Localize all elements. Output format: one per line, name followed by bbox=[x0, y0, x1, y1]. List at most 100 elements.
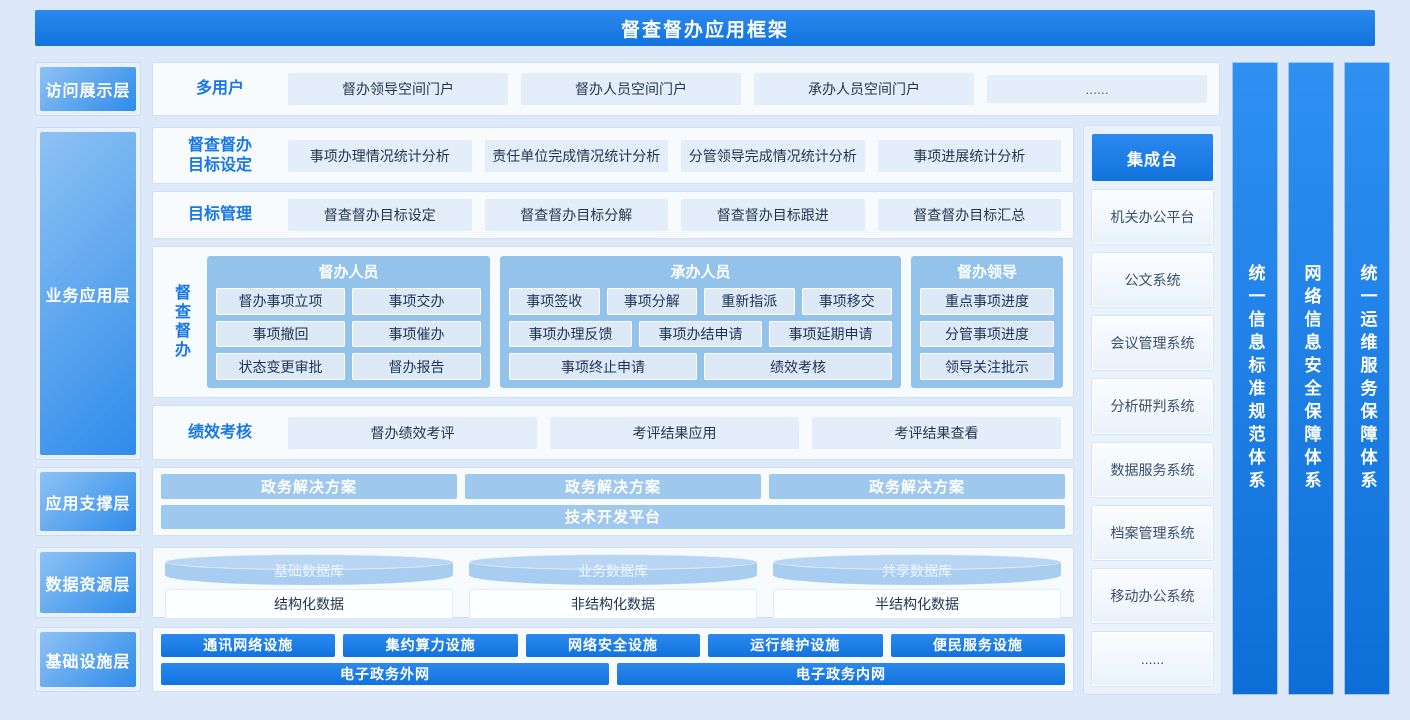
task-item: 状态变更审批 bbox=[216, 353, 345, 381]
task-item: 事项终止申请 bbox=[509, 353, 697, 381]
row-infrastructure: 通讯网络设施 集约算力设施 网络安全设施 运行维护设施 便民服务设施 电子政务外… bbox=[152, 627, 1074, 692]
facility-item: 集约算力设施 bbox=[343, 634, 518, 657]
performance-item: 考评结果应用 bbox=[550, 416, 799, 449]
stat-item: 事项进展统计分析 bbox=[877, 139, 1061, 172]
group-row: 状态变更审批 督办报告 bbox=[216, 353, 481, 381]
system-item: 机关办公平台 bbox=[1092, 190, 1213, 245]
task-item: 事项交办 bbox=[352, 288, 481, 315]
integration-column: 集成台 机关办公平台 公文系统 会议管理系统 分析研判系统 数据服务系统 档案管… bbox=[1083, 125, 1222, 695]
group-row: 事项签收 事项分解 重新指派 事项移交 bbox=[509, 288, 892, 315]
task-item: 事项延期申请 bbox=[769, 320, 892, 348]
target-stat-label: 督查督办 目标设定 bbox=[165, 136, 275, 176]
facility-item: 便民服务设施 bbox=[890, 634, 1066, 657]
facility-item: 网络安全设施 bbox=[525, 634, 701, 657]
row-data-resources: 基础数据库 结构化数据 业务数据库 非结构化数据 共享数据库 半结构化数据 bbox=[152, 547, 1074, 619]
group-title: 督办人员 bbox=[318, 264, 379, 281]
database-name: 共享数据库 bbox=[882, 563, 952, 579]
layer-label-support: 应用支撑层 bbox=[35, 467, 141, 536]
group-row: 领导关注批示 bbox=[920, 353, 1054, 381]
data-type-box: 非结构化数据 bbox=[469, 589, 757, 619]
target-item: 督查督办目标跟进 bbox=[681, 199, 865, 231]
task-item: 事项催办 bbox=[352, 320, 481, 348]
system-item: 档案管理系统 bbox=[1092, 505, 1213, 560]
task-item: 绩效考核 bbox=[704, 353, 892, 381]
leader-item: 分管事项进度 bbox=[920, 320, 1054, 348]
integration-header: 集成台 bbox=[1092, 134, 1213, 181]
system-item: 分析研判系统 bbox=[1092, 379, 1213, 434]
layer-label-infra-text: 基础设施层 bbox=[40, 632, 136, 687]
data-type-box: 半结构化数据 bbox=[773, 589, 1061, 619]
task-item: 事项办结申请 bbox=[639, 320, 762, 348]
row-app-support: 政务解决方案 政务解决方案 政务解决方案 技术开发平台 bbox=[152, 467, 1074, 536]
layer-label-infra: 基础设施层 bbox=[35, 627, 141, 692]
row-supervision: 督查督办 督办人员 督办事项立项 事项交办 事项撤回 事项催办 状态变更审批 督… bbox=[152, 246, 1074, 398]
target-item: 督查督办目标汇总 bbox=[877, 199, 1061, 231]
network-item: 电子政务外网 bbox=[161, 662, 609, 685]
database-column: 业务数据库 非结构化数据 bbox=[469, 554, 757, 619]
solution-bar: 政务解决方案 bbox=[769, 474, 1065, 499]
task-item: 重新指派 bbox=[704, 288, 795, 315]
group-row: 事项终止申请 绩效考核 bbox=[509, 353, 892, 381]
system-item: 公文系统 bbox=[1092, 253, 1213, 308]
target-stat-label-line2: 目标设定 bbox=[187, 156, 252, 174]
facility-row: 通讯网络设施 集约算力设施 网络安全设施 运行维护设施 便民服务设施 bbox=[161, 634, 1066, 657]
group-supervisor-staff: 督办人员 督办事项立项 事项交办 事项撤回 事项催办 状态变更审批 督办报告 bbox=[207, 256, 490, 388]
group-title: 督办领导 bbox=[956, 264, 1017, 281]
facility-item: 通讯网络设施 bbox=[161, 634, 336, 657]
layer-label-business: 业务应用层 bbox=[35, 127, 141, 460]
pillar-info-standard: 统一信息标准规范体系 bbox=[1232, 62, 1278, 695]
layer-label-access: 访问展示层 bbox=[35, 62, 141, 116]
row-target-statistics: 督查督办 目标设定 事项办理情况统计分析 责任单位完成情况统计分析 分管领导完成… bbox=[152, 127, 1074, 184]
network-item: 电子政务内网 bbox=[617, 662, 1065, 685]
target-stat-label-line1: 督查督办 bbox=[187, 136, 252, 154]
system-item: 会议管理系统 bbox=[1092, 316, 1213, 371]
portal-item: 督办人员空间门户 bbox=[521, 73, 741, 105]
row-performance: 绩效考核 督办绩效考评 考评结果应用 考评结果查看 bbox=[152, 405, 1074, 460]
group-row: 事项撤回 事项催办 bbox=[216, 320, 481, 348]
leader-item: 重点事项进度 bbox=[920, 288, 1054, 315]
supervision-label: 督查督办 bbox=[172, 284, 189, 360]
stat-item: 事项办理情况统计分析 bbox=[288, 139, 472, 172]
system-item: 数据服务系统 bbox=[1092, 442, 1213, 497]
group-row: 分管事项进度 bbox=[920, 320, 1054, 348]
stat-item: 分管领导完成情况统计分析 bbox=[681, 139, 865, 172]
leader-item: 领导关注批示 bbox=[920, 353, 1054, 381]
system-item: 移动办公系统 bbox=[1092, 568, 1213, 623]
target-mgmt-label: 目标管理 bbox=[187, 206, 252, 223]
performance-item: 考评结果查看 bbox=[812, 416, 1061, 449]
database-column: 共享数据库 半结构化数据 bbox=[773, 554, 1061, 619]
portal-item-more: ...... bbox=[987, 75, 1207, 103]
layer-label-access-text: 访问展示层 bbox=[40, 67, 136, 111]
layer-label-data-text: 数据资源层 bbox=[40, 552, 136, 613]
database-column: 基础数据库 结构化数据 bbox=[165, 554, 453, 619]
network-row: 电子政务外网 电子政务内网 bbox=[161, 662, 1065, 685]
facility-item: 运行维护设施 bbox=[708, 634, 883, 657]
pillar-text: 网络信息安全保障体系 bbox=[1301, 263, 1321, 494]
database-cylinder-icon: 共享数据库 bbox=[773, 554, 1061, 585]
performance-item: 督办绩效考评 bbox=[288, 416, 537, 449]
layer-label-business-text: 业务应用层 bbox=[40, 132, 136, 455]
row-multiuser: 多用户 督办领导空间门户 督办人员空间门户 承办人员空间门户 ...... bbox=[152, 62, 1220, 116]
data-type-box: 结构化数据 bbox=[165, 589, 453, 619]
group-supervisor-leader: 督办领导 重点事项进度 分管事项进度 领导关注批示 bbox=[911, 256, 1063, 388]
database-name: 基础数据库 bbox=[274, 563, 344, 579]
page-title: 督查督办应用框架 bbox=[35, 10, 1375, 46]
solution-bar: 政务解决方案 bbox=[161, 474, 457, 499]
performance-label: 绩效考核 bbox=[187, 423, 252, 441]
database-cylinder-icon: 业务数据库 bbox=[469, 554, 757, 585]
layer-label-data: 数据资源层 bbox=[35, 547, 141, 618]
pillar-ops-service: 统一运维服务保障体系 bbox=[1344, 62, 1390, 695]
group-row: 重点事项进度 bbox=[920, 288, 1054, 315]
group-handler-staff: 承办人员 事项签收 事项分解 重新指派 事项移交 事项办理反馈 事项办结申请 事… bbox=[500, 256, 901, 388]
target-item: 督查督办目标分解 bbox=[484, 199, 668, 231]
group-row: 督办事项立项 事项交办 bbox=[216, 288, 481, 315]
solution-bars: 政务解决方案 政务解决方案 政务解决方案 bbox=[161, 474, 1065, 499]
task-item: 督办报告 bbox=[352, 353, 481, 381]
group-row: 事项办理反馈 事项办结申请 事项延期申请 bbox=[509, 320, 892, 348]
solution-bar: 政务解决方案 bbox=[465, 474, 761, 499]
task-item: 事项办理反馈 bbox=[509, 320, 632, 348]
database-cylinder-icon: 基础数据库 bbox=[165, 554, 453, 585]
portal-item: 承办人员空间门户 bbox=[754, 73, 974, 105]
task-item: 事项移交 bbox=[801, 288, 892, 315]
